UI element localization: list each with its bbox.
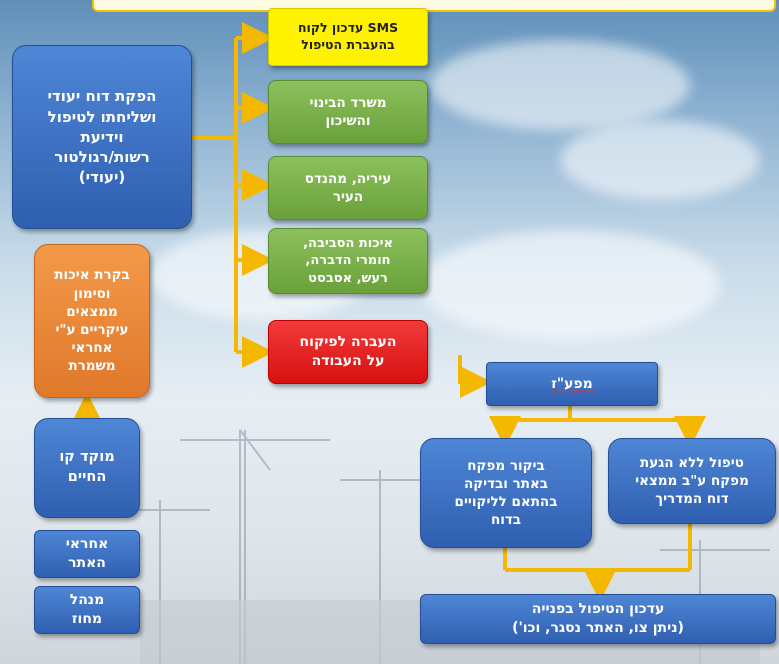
ministry-housing-label: משרד הבינוי והשיכון bbox=[309, 94, 387, 129]
update-status-box: עדכון הטיפול בפנייה (ניתן צו, האתר נסגר,… bbox=[420, 594, 776, 644]
sms-update-box: SMS עדכון לקוח בהעברת הטיפול bbox=[268, 8, 428, 66]
main-report-box: הפקת דוח יעודי ושליחתו לטיפול וידיעת רשו… bbox=[12, 45, 192, 229]
handle-without-inspector-box: טיפול ללא הגעת מפקח ע"ב ממצאי דוח המדריך bbox=[608, 438, 776, 524]
main-report-label: הפקת דוח יעודי ושליחתו לטיפול וידיעת רשו… bbox=[47, 87, 157, 187]
district-manager-label: מנהל מחוז bbox=[69, 592, 105, 627]
ministry-housing-box: משרד הבינוי והשיכון bbox=[268, 80, 428, 144]
sms-update-label: SMS עדכון לקוח בהעברת הטיפול bbox=[297, 20, 399, 52]
labor-supervision-label: העברה לפיקוח על העבודה bbox=[299, 334, 397, 369]
handle-without-inspector-label: טיפול ללא הגעת מפקח ע"ב ממצאי דוח המדריך bbox=[635, 454, 749, 508]
hotline-box: מוקד קו החיים bbox=[34, 418, 140, 518]
mafaz-box: מפע"ז bbox=[486, 362, 658, 406]
inspector-visit-label: ביקור מפקח באתר ובדיקה בהתאם לליקויים בד… bbox=[454, 457, 558, 529]
environment-box: איכות הסביבה, חומרי הדברה, רעש, אסבסט bbox=[268, 228, 428, 294]
hotline-label: מוקד קו החיים bbox=[59, 449, 115, 485]
site-manager-box: אחראי האתר bbox=[34, 530, 140, 578]
update-status-label: עדכון הטיפול בפנייה (ניתן צו, האתר נסגר,… bbox=[512, 601, 684, 636]
district-manager-box: מנהל מחוז bbox=[34, 586, 140, 634]
inspector-visit-box: ביקור מפקח באתר ובדיקה בהתאם לליקויים בד… bbox=[420, 438, 592, 548]
cloud-decoration bbox=[420, 230, 720, 340]
mafaz-label: מפע"ז bbox=[551, 375, 593, 392]
cloud-decoration bbox=[560, 120, 760, 200]
environment-label: איכות הסביבה, חומרי הדברה, רעש, אסבסט bbox=[303, 235, 393, 286]
cloud-decoration bbox=[430, 40, 690, 130]
labor-supervision-box: העברה לפיקוח על העבודה bbox=[268, 320, 428, 384]
municipality-box: עיריה, מהנדס העיר bbox=[268, 156, 428, 220]
municipality-label: עיריה, מהנדס העיר bbox=[304, 170, 392, 205]
inspection-round-box: בקרת איכות וסימון ממצאים עיקריים ע"י אחר… bbox=[34, 244, 150, 398]
top-banner-edge bbox=[92, 0, 776, 12]
inspection-round-label: בקרת איכות וסימון ממצאים עיקריים ע"י אחר… bbox=[54, 267, 130, 375]
site-manager-label: אחראי האתר bbox=[65, 536, 109, 571]
